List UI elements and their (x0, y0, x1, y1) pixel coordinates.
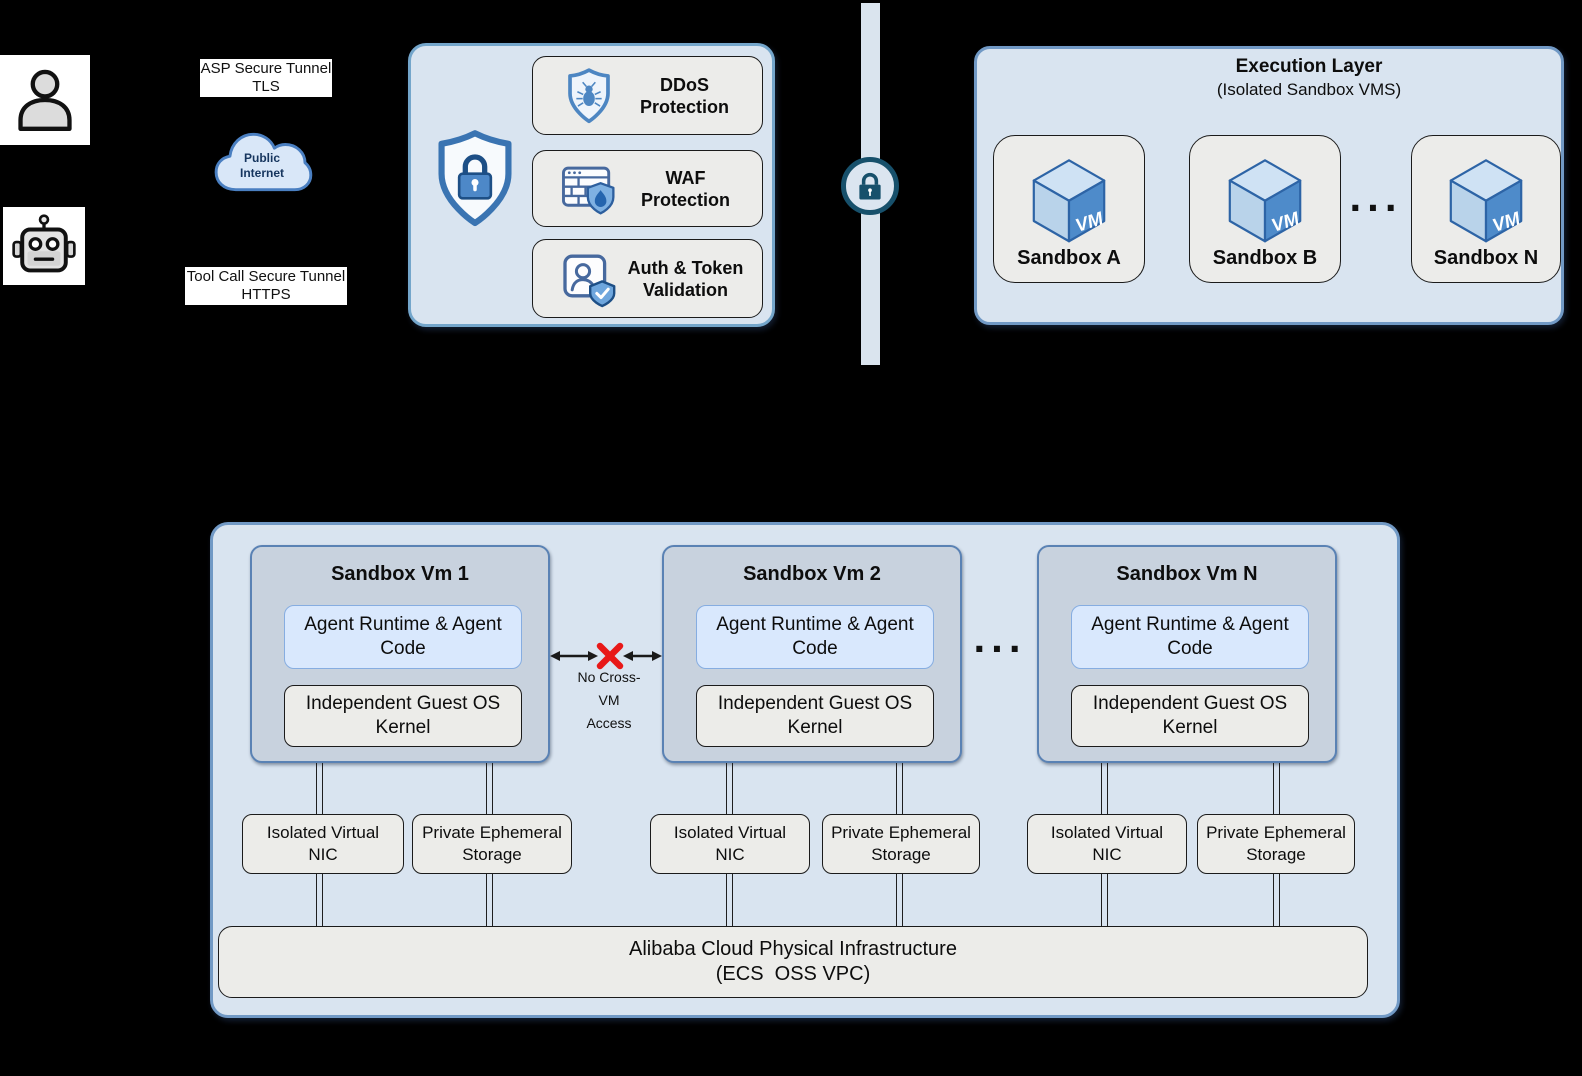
execution-layer-panel: Execution Layer (Isolated Sandbox VMS) V… (974, 46, 1564, 325)
asp-tunnel-line2: TLS (252, 78, 280, 95)
vm-cube-icon: VM (1032, 159, 1106, 243)
tool-tunnel-line1: Tool Call Secure Tunnel (186, 268, 346, 285)
no-cross-vm-arrows (550, 642, 662, 670)
execution-layer-header: Execution Layer (Isolated Sandbox VMS) (977, 55, 1561, 101)
cloud-line2: Internet (239, 166, 284, 180)
user-actor (0, 55, 90, 145)
agent-actor (3, 207, 85, 285)
execution-layer-subtitle: (Isolated Sandbox VMS) (1216, 80, 1402, 99)
vm2-storage-connector (896, 763, 903, 814)
guest-os-kernel-box: Independent Guest OS Kernel (696, 685, 934, 747)
vm1-storage-infra-connector (486, 874, 493, 926)
agent-runtime-box: Agent Runtime & Agent Code (1071, 605, 1309, 669)
waf-firewall-shield-icon (562, 166, 615, 215)
vm2-storage-box: Private Ephemeral Storage (822, 814, 980, 874)
security-gateway-panel: DDoS Protection WAF (408, 43, 775, 327)
tool-tunnel-line2: HTTPS (241, 286, 291, 303)
waf-protection-item: WAF Protection (532, 150, 763, 227)
vmn-nic-connector (1101, 763, 1108, 814)
lock-icon (859, 172, 881, 200)
cloud-line1: Public (243, 151, 280, 165)
waf-protection-label: WAF Protection (640, 167, 730, 210)
guest-os-kernel-box: Independent Guest OS Kernel (1071, 685, 1309, 747)
robot-icon (12, 214, 76, 273)
auth-id-shield-icon (563, 254, 616, 307)
vm-cube-icon: VM (1449, 159, 1523, 243)
vmn-storage-infra-connector (1273, 874, 1280, 926)
vm2-nic-infra-connector (726, 874, 733, 926)
user-icon (18, 69, 72, 131)
vm1-storage-box: Private Ephemeral Storage (412, 814, 572, 874)
vm-ellipsis: ... (973, 614, 1027, 661)
asp-tunnel-label: ASP Secure Tunnel TLS (200, 59, 332, 97)
auth-token-item: Auth & Token Validation (532, 239, 763, 318)
vmn-storage-connector (1273, 763, 1280, 814)
tool-tunnel-label: Tool Call Secure Tunnel HTTPS (185, 267, 347, 305)
vm2-nic-connector (726, 763, 733, 814)
asp-tunnel-line1: ASP Secure Tunnel (200, 60, 332, 77)
sandbox-a-label: Sandbox A (1017, 247, 1121, 269)
cloud-icon (214, 132, 313, 192)
vmn-nic-infra-connector (1101, 874, 1108, 926)
guest-os-kernel-box: Independent Guest OS Kernel (284, 685, 522, 747)
infrastructure-bar: Alibaba Cloud Physical Infrastructure (E… (218, 926, 1368, 998)
sandbox-vm-2-group: Sandbox Vm 2 Agent Runtime & Agent Code … (662, 545, 962, 763)
sandbox-b-label: Sandbox B (1212, 247, 1318, 269)
no-cross-vm-label: No Cross- VM Access (577, 669, 641, 731)
ddos-shield-bug-icon (568, 67, 610, 123)
sandbox-n-card: VM Sandbox N (1411, 135, 1561, 283)
sandbox-n-label: Sandbox N (1433, 247, 1539, 269)
vm1-nic-box: Isolated Virtual NIC (242, 814, 404, 874)
sandbox-vm-n-group: Sandbox Vm N Agent Runtime & Agent Code … (1037, 545, 1337, 763)
agent-runtime-box: Agent Runtime & Agent Code (284, 605, 522, 669)
sandbox-vm-1-group: Sandbox Vm 1 Agent Runtime & Agent Code … (250, 545, 550, 763)
ddos-protection-item: DDoS Protection (532, 56, 763, 135)
vm-cube-icon: VM (1228, 159, 1302, 243)
execution-layer-title: Execution Layer (1235, 56, 1383, 77)
shield-lock-icon (438, 130, 512, 227)
ddos-protection-label: DDoS Protection (639, 74, 729, 117)
auth-token-label: Auth & Token Validation (627, 257, 744, 300)
vm2-nic-box: Isolated Virtual NIC (650, 814, 810, 874)
vm1-storage-connector (486, 763, 493, 814)
sandbox-b-card: VM Sandbox B (1189, 135, 1341, 283)
infrastructure-line1: Alibaba Cloud Physical Infrastructure (629, 938, 957, 960)
sandbox-vm-n-title: Sandbox Vm N (1116, 563, 1258, 585)
execution-ellipsis: ... (1349, 173, 1403, 220)
sandbox-vm-1-title: Sandbox Vm 1 (331, 563, 469, 585)
infrastructure-line2: (ECS OSS VPC) (715, 963, 871, 985)
vm1-nic-connector (316, 763, 323, 814)
cloud-label: Public Internet (211, 151, 313, 181)
vm2-storage-infra-connector (896, 874, 903, 926)
public-internet-cloud: Public Internet (211, 124, 313, 200)
vmn-storage-box: Private Ephemeral Storage (1197, 814, 1355, 874)
vmn-nic-box: Isolated Virtual NIC (1027, 814, 1187, 874)
agent-runtime-box: Agent Runtime & Agent Code (696, 605, 934, 669)
sandbox-vm-2-title: Sandbox Vm 2 (743, 563, 881, 585)
sandbox-a-card: VM Sandbox A (993, 135, 1145, 283)
secure-lock-badge (841, 157, 899, 215)
vm1-nic-infra-connector (316, 874, 323, 926)
